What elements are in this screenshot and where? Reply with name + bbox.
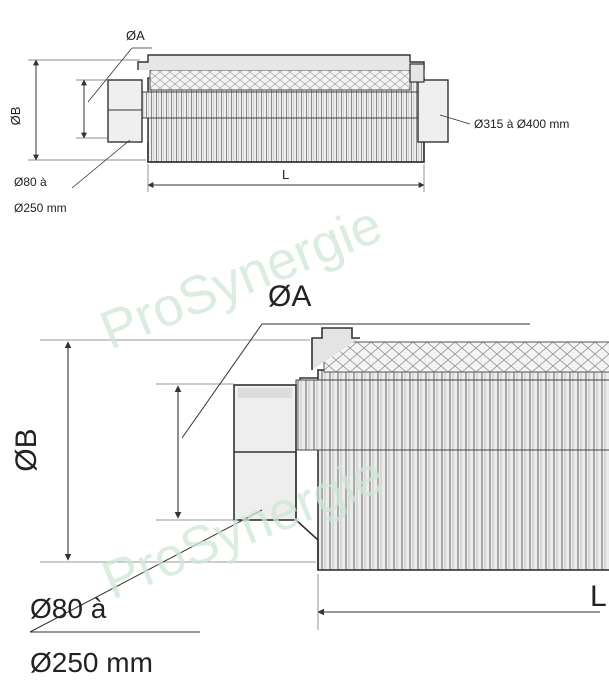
- small-label-dim-b: ØB: [8, 107, 23, 126]
- zoomed-label-dim-b: ØB: [10, 428, 43, 471]
- small-label-inner-range-1: Ø80 à: [14, 175, 47, 189]
- zoomed-label-inner-range-2: Ø250 mm: [30, 647, 153, 678]
- small-insulation-band: [149, 69, 411, 91]
- zoomed-drawing: [29, 323, 609, 633]
- small-label-outer-range: Ø315 à Ø400 mm: [474, 117, 569, 131]
- small-label-dim-l: L: [282, 167, 289, 182]
- zoomed-label-dim-l: L: [590, 580, 607, 613]
- small-left-spigot: [107, 79, 143, 143]
- zoomed-label-inner-range-1: Ø80 à: [30, 593, 107, 624]
- small-right-spigot: [417, 79, 449, 143]
- small-outer-shell: [147, 77, 425, 163]
- small-drawing: [28, 47, 471, 192]
- zoomed-insulation-band: [323, 341, 609, 373]
- small-label-dim-a: ØA: [126, 28, 145, 43]
- zoomed-label-dim-a: ØA: [268, 280, 311, 313]
- small-label-inner-range-2: Ø250 mm: [14, 201, 67, 215]
